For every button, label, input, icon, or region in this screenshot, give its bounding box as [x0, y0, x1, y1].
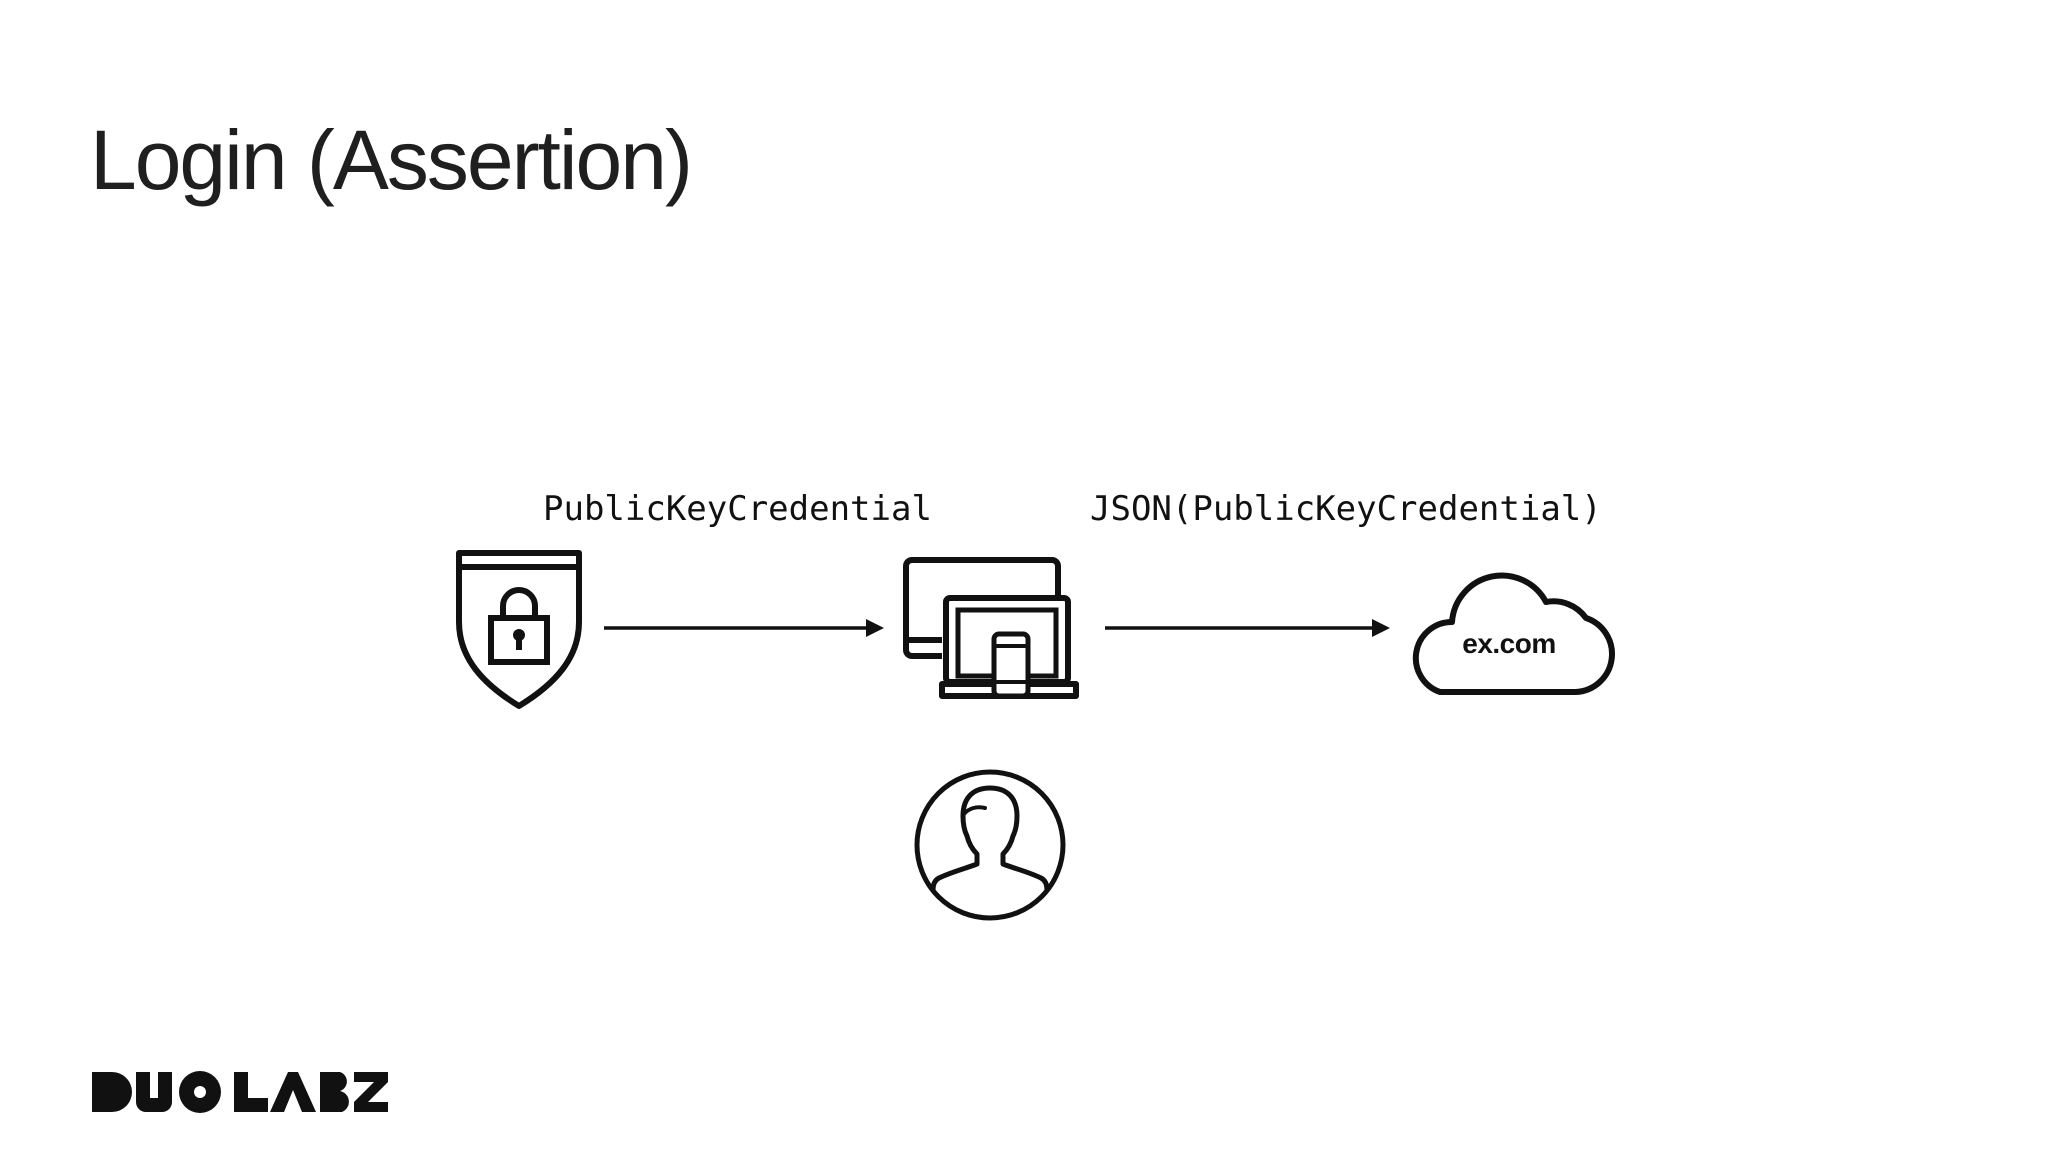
server-label: ex.com [1462, 628, 1556, 659]
slide-title: Login (Assertion) [90, 113, 693, 207]
shield-lock-icon [456, 550, 582, 709]
cloud-icon [1412, 572, 1615, 695]
arrow-client-to-server [1105, 619, 1390, 637]
edge-label-authenticator-to-client: PublicKeyCredential [543, 489, 932, 529]
duo-labs-logo [92, 1071, 388, 1113]
arrow-authenticator-to-client [604, 619, 884, 637]
devices-icon [903, 557, 1079, 699]
server-node: ex.com [1400, 560, 1618, 698]
edge-label-client-to-server: JSON(PublicKeyCredential) [1090, 489, 1602, 529]
user-avatar-icon [914, 769, 1066, 921]
